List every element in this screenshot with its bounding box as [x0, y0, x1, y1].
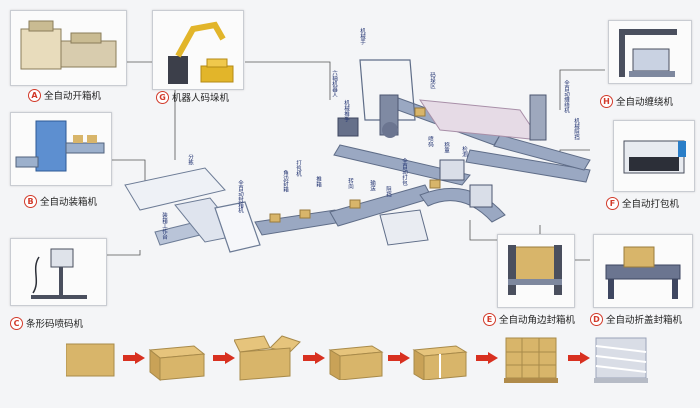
station-e-badge: E [483, 312, 496, 326]
line-label: 检测 [461, 145, 468, 159]
station-g-caption: G 机器人码垛机 [156, 90, 229, 104]
station-c-thumbnail [10, 238, 107, 306]
line-label: 装箱工作台 [161, 211, 168, 241]
stage-open-flaps [234, 335, 301, 381]
station-g-thumbnail [152, 10, 244, 90]
line-label: 推箱 [315, 175, 322, 189]
station-b-label: 全自动装箱机 [40, 197, 98, 208]
line-label: 全自动封箱机 [237, 179, 244, 215]
station-h-label: 全自动缠绕机 [616, 97, 674, 108]
station-e-caption: E 全自动角边封箱机 [483, 312, 575, 326]
station-h-badge: H [600, 94, 613, 108]
station-e-thumbnail [497, 234, 575, 308]
line-label: 机械推手 [343, 99, 350, 124]
line-label: 喷码 [427, 135, 434, 149]
flow-arrow-6 [568, 352, 590, 364]
line-label: 称重 [443, 141, 450, 154]
line-label: 六轴机器人 [331, 69, 338, 98]
station-h-caption: H 全自动缠绕机 [600, 94, 673, 108]
station-b-caption: B 全自动装箱机 [24, 194, 97, 208]
station-f-thumbnail [613, 120, 695, 192]
line-label: 输送 [369, 179, 376, 193]
station-b-badge: B [24, 194, 37, 208]
station-c-label: 条形码喷码机 [26, 319, 84, 330]
stage-stacked-pallet [504, 337, 558, 383]
station-a-thumbnail [10, 10, 127, 86]
station-c-badge: C [10, 316, 23, 330]
line-label: 机械阻挡 [573, 117, 580, 142]
flow-arrow-3 [303, 352, 325, 364]
station-f-caption: F 全自动打包机 [606, 196, 679, 210]
line-label: 全自动缠绕机 [563, 79, 570, 115]
station-a-badge: A [28, 88, 41, 102]
stage-sealed-box [328, 345, 384, 380]
line-label: 码垛区 [429, 71, 436, 89]
station-e-label: 全自动角边封箱机 [499, 315, 576, 326]
station-d-thumbnail [593, 234, 693, 308]
stage-wrapped-pallet [594, 337, 648, 383]
flow-arrow-4 [388, 352, 410, 364]
station-d-caption: D 全自动折盖封箱机 [590, 312, 682, 326]
station-b-thumbnail [10, 112, 112, 186]
station-c-caption: C 条形码喷码机 [10, 316, 83, 330]
station-a-caption: A 全自动开箱机 [28, 88, 101, 102]
flow-arrow-2 [213, 352, 235, 364]
line-label: 分拣 [187, 153, 194, 167]
flow-arrow-5 [476, 352, 498, 364]
station-g-badge: G [156, 90, 169, 104]
flow-arrow-1 [123, 352, 145, 364]
stage-flat-box [66, 343, 115, 377]
station-d-label: 全自动折盖封箱机 [606, 315, 683, 326]
line-label: 打包机 [295, 159, 302, 178]
station-f-badge: F [606, 196, 619, 210]
station-f-label: 全自动打包机 [622, 199, 680, 210]
line-label: 角边封箱 [282, 169, 289, 194]
stage-open-box [148, 345, 206, 382]
line-label: 机械手 [359, 27, 366, 46]
line-label: 全自动打包 [401, 157, 408, 186]
stage-banded-box [412, 345, 468, 380]
station-h-thumbnail [608, 20, 692, 84]
conveyor-segments [124, 59, 591, 253]
line-label: 转向 [347, 177, 354, 190]
line-label: 阻挡 [385, 185, 392, 199]
station-g-label: 机器人码垛机 [172, 93, 230, 104]
station-a-label: 全自动开箱机 [44, 91, 102, 102]
station-d-badge: D [590, 312, 603, 326]
